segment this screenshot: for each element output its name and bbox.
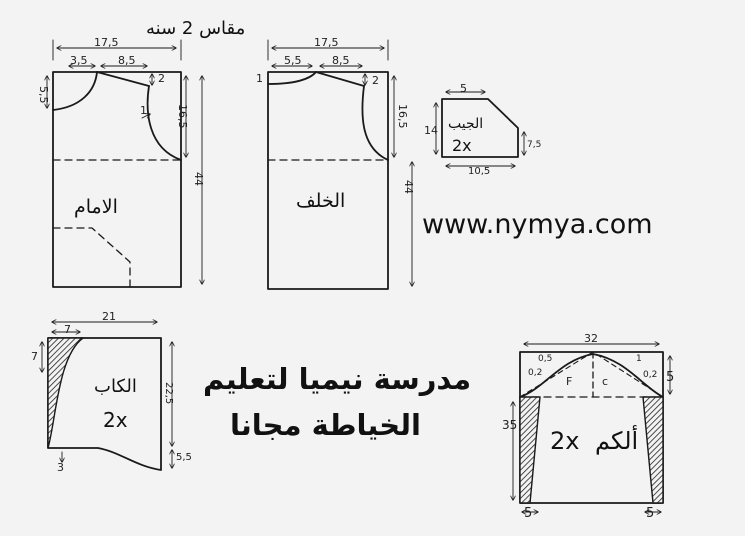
collar-height: 22,5 [163, 382, 174, 405]
collar-label: الكاب [94, 376, 137, 397]
front-label: الامام [74, 196, 118, 218]
collar-bottom-right: 5,5 [176, 452, 192, 463]
pocket-top: 5 [460, 82, 467, 95]
back-label: الخلف [296, 190, 346, 212]
sleeve-mark-c: c [602, 375, 609, 388]
collar-count: 2x [103, 408, 128, 432]
back-neck-rise: 1 [256, 72, 263, 85]
school-line-2: الخياطة مجانا [230, 408, 421, 442]
collar-outline [47, 337, 162, 471]
front-armhole: 16,5 [176, 104, 189, 129]
pocket-bottom: 10,5 [468, 166, 491, 177]
back-armhole: 16,5 [396, 104, 409, 129]
front-outline [52, 71, 182, 288]
back-width: 17,5 [314, 36, 339, 49]
sleeve-hem-left: 5 [524, 506, 533, 521]
pocket-count: 2x [452, 136, 472, 155]
front-length: 44 [192, 172, 205, 186]
sleeve-mark-f: F [566, 375, 573, 388]
collar-dimensions [42, 322, 172, 468]
sleeve-hem-right: 5 [646, 506, 655, 521]
collar-inner: 7 [64, 323, 71, 336]
back-shoulder-a: 5,5 [284, 54, 302, 67]
front-piece [52, 71, 182, 288]
back-neckline [267, 71, 317, 85]
school-line-1: مدرسة نيميا لتعليم [203, 362, 472, 396]
sleeve-cap-right: 1 [636, 354, 642, 364]
collar-left: 7 [31, 350, 38, 363]
front-neck-depth: 5,5 [37, 86, 50, 104]
website-link[interactable]: www.nymya.com [422, 209, 653, 240]
front-shoulder [96, 71, 150, 87]
back-drop: 2 [372, 74, 379, 87]
pocket-right: 7,5 [527, 140, 542, 150]
front-pocket-guide [52, 227, 131, 288]
sleeve-length: 35 [502, 418, 518, 432]
pocket-side: 14 [424, 124, 438, 137]
sleeve-count: 2x [550, 427, 580, 455]
sleeve-label: ألكم [595, 427, 639, 455]
sleeve-width: 32 [584, 332, 598, 345]
back-shoulder-b: 8,5 [332, 54, 350, 67]
front-shoulder-b: 8,5 [118, 54, 136, 67]
front-width: 17,5 [94, 36, 119, 49]
sleeve-hatch-right [642, 396, 664, 504]
collar-width: 21 [102, 310, 116, 323]
pocket-outline [441, 98, 519, 158]
back-shoulder [315, 71, 365, 87]
collar-bottom-left: 3 [57, 461, 64, 474]
front-neckline [52, 71, 98, 111]
size-title: مقاس 2 سنه [146, 18, 246, 39]
back-armhole [361, 85, 389, 161]
front-armhole [146, 85, 182, 161]
sleeve-hatch-left [519, 396, 541, 504]
pocket-piece [441, 98, 519, 158]
sleeve-side-right: 0,2 [643, 370, 658, 380]
sleeve-piece [519, 351, 664, 504]
sleeve-cap-left: 0,5 [538, 354, 553, 364]
collar-piece [47, 337, 162, 471]
sleeve-cap-curve [519, 353, 664, 398]
sleeve-cap-height: 5 [666, 370, 675, 385]
back-outline [267, 71, 389, 290]
pocket-dimensions [436, 92, 524, 166]
front-dimensions [47, 39, 202, 284]
back-length: 44 [402, 180, 415, 194]
front-armhole-curve: 1 [140, 104, 147, 117]
front-drop: 2 [158, 72, 165, 85]
collar-hatch [47, 337, 84, 449]
sleeve-dimensions [513, 344, 670, 512]
back-piece [267, 71, 389, 290]
front-shoulder-a: 3,5 [70, 54, 88, 67]
back-dimensions [267, 39, 412, 286]
pocket-label: الجيب [448, 116, 484, 132]
sleeve-side-left: 0,2 [528, 368, 543, 378]
